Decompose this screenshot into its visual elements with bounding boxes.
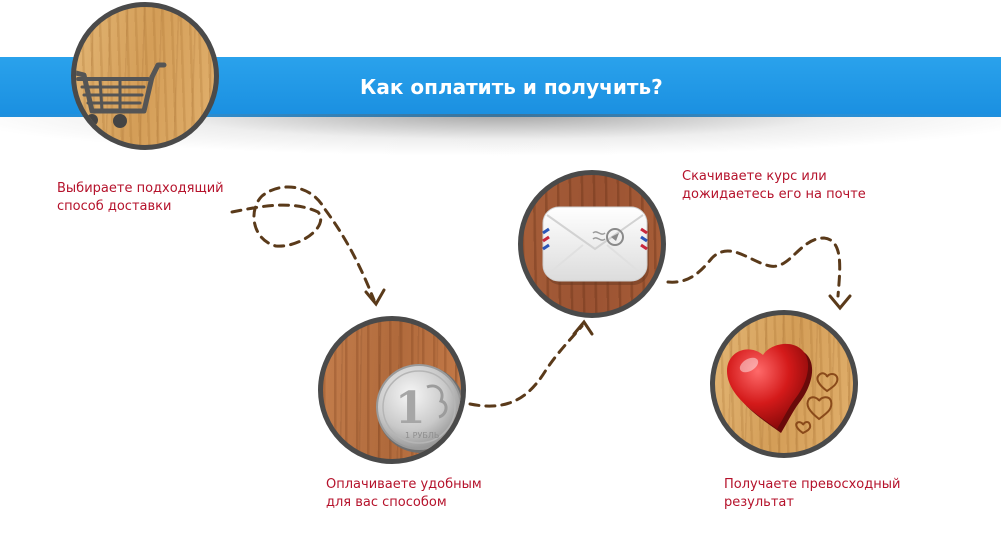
envelope-icon [542, 206, 649, 285]
arrowhead-step3 [572, 319, 594, 336]
shopping-cart-icon [76, 62, 167, 128]
step-4-line1: Получаете превосходный [724, 477, 901, 492]
step-4-line2: результат [724, 495, 794, 510]
path-step3-to-step4 [666, 236, 842, 298]
step-1-line2: способ доставки [57, 199, 172, 214]
arrowhead-step2 [364, 288, 386, 307]
step-2-text: Оплачиваете удобным для вас способом [326, 476, 482, 512]
step-1-line1: Выбираете подходящий [57, 181, 224, 196]
step-3-circle [518, 170, 666, 318]
path-step1-to-step2 [230, 185, 376, 302]
step-3-text: Скачиваете курс или дожидаетесь его на п… [682, 168, 866, 204]
step-1-text: Выбираете подходящий способ доставки [57, 180, 224, 216]
path-step2-to-step3 [468, 324, 584, 408]
step-4-text: Получаете превосходный результат [724, 476, 900, 512]
step-4-circle [710, 310, 858, 458]
step-2-circle: 1 1 РУБЛЬ [318, 316, 466, 464]
step-1-circle [71, 2, 219, 150]
ruble-coin-icon: 1 1 РУБЛЬ [376, 364, 461, 453]
step-3-line1: Скачиваете курс или [682, 169, 827, 184]
heart-icon [727, 343, 839, 435]
step-2-line2: для вас способом [326, 495, 447, 510]
page-title: Как оплатить и получить? [360, 75, 663, 99]
svg-text:1: 1 [395, 383, 426, 434]
step-3-line2: дожидаетесь его на почте [682, 187, 866, 202]
step-2-line1: Оплачиваете удобным [326, 477, 482, 492]
coin-label: 1 РУБЛЬ [405, 431, 439, 440]
arrowhead-step4 [828, 294, 852, 311]
